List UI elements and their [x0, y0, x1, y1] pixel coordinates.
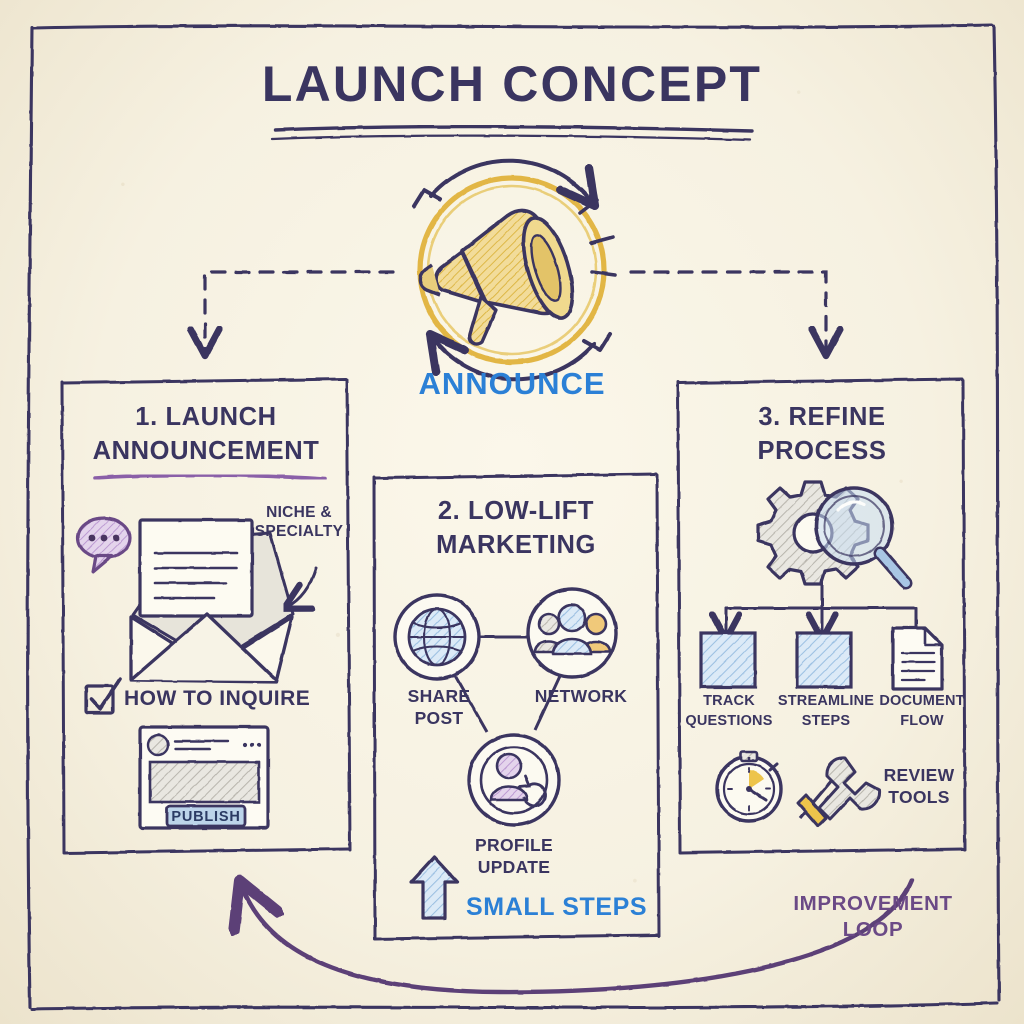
profile-refresh-icon [467, 733, 561, 827]
panel-1-callout-line2: SPECIALTY [254, 523, 344, 540]
connector-hub-to-panel3 [629, 270, 826, 352]
panel-2-footer-label: SMALL STEPS [466, 893, 648, 921]
improvement-loop-label-line2: LOOP [842, 918, 904, 941]
circular-arrows-icon [412, 158, 612, 382]
up-arrow-icon [409, 855, 459, 920]
panel-2-node-1-label-line1: SHARE [407, 686, 471, 706]
people-group-icon [526, 587, 618, 679]
step-box-1 [699, 631, 757, 689]
panel-3-step-3-label-line2: FLOW [900, 713, 944, 729]
panel-2-node-2-label: NETWORK [534, 686, 628, 706]
panel-3-step-1-label-line2: QUESTIONS [685, 713, 773, 729]
panel-3-title-line1: 3. REFINE [758, 403, 886, 431]
hub-group[interactable] [412, 158, 617, 382]
improvement-loop-arrow [243, 880, 915, 995]
niche-callout-arrow [287, 566, 318, 607]
refine-split-connectors [726, 578, 918, 636]
panel-3-step-1-label-line1: TRACK [703, 693, 755, 709]
panel-3-step-2-label-line2: STEPS [801, 713, 851, 729]
improvement-loop-label-line1: IMPROVEMENT [793, 892, 953, 915]
panel-2-node-3-label-line2: UPDATE [477, 857, 551, 877]
magnifier-icon [814, 486, 913, 590]
megaphone-icon [418, 198, 617, 346]
speech-bubble-icon [76, 516, 132, 574]
panel-1-callout-line1: NICHE & [266, 504, 332, 521]
panel-3-footer-label-line2: TOOLS [888, 787, 950, 807]
panel-3-step-2-label-line1: STREAMLINE [777, 693, 875, 709]
panel-2-title-line1: 2. LOW-LIFT [437, 497, 595, 525]
panel-1-title-line2: ANNOUNCEMENT [92, 437, 320, 465]
panel-2-node-3-label-line1: PROFILE [475, 835, 553, 855]
hub-label: ANNOUNCE [418, 366, 606, 401]
panel1-title-underline [93, 473, 327, 481]
panel-1-checklist-label: HOW TO INQUIRE [124, 687, 311, 710]
panel-1-title-line1: 1. LAUNCH [135, 403, 277, 431]
checkbox-checked-icon[interactable] [84, 677, 122, 715]
browser-post-icon[interactable] [138, 725, 270, 830]
panel-3-footer-label-line1: REVIEW [883, 765, 955, 785]
connector-hub-to-panel1 [205, 270, 395, 352]
panel-frame-3[interactable] [676, 377, 967, 855]
sheet-border [26, 23, 1001, 1011]
panel-frame-2[interactable] [372, 472, 661, 941]
panel-frame-1[interactable] [60, 377, 352, 855]
publish-button-label[interactable]: PUBLISH [171, 809, 241, 825]
panel-3-step-3-label-line1: DOCUMENT [879, 693, 965, 709]
panel-2-title-line2: MARKETING [436, 531, 596, 559]
panel-2-node-1-label-line2: POST [414, 708, 464, 728]
panel-3-title-line2: PROCESS [757, 437, 887, 465]
document-icon [891, 626, 944, 691]
open-envelope-icon [129, 518, 295, 684]
tools-icon [796, 756, 881, 828]
globe-icon [393, 593, 481, 681]
page-title: LAUNCH CONCEPT [261, 56, 763, 112]
stopwatch-icon [715, 750, 783, 823]
step-box-2 [795, 631, 853, 689]
title-underline [270, 124, 754, 142]
